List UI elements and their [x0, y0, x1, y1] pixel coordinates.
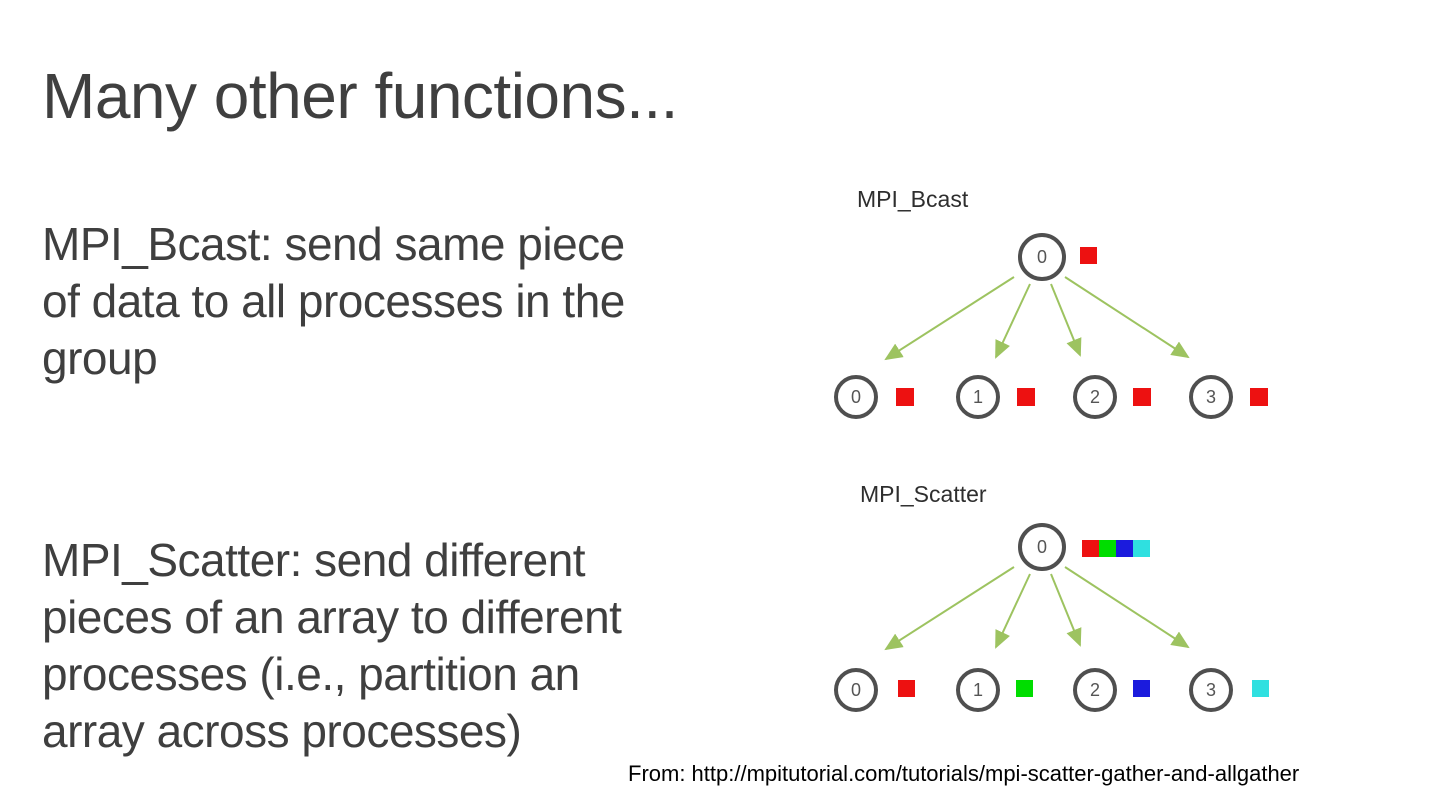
data-square-red — [896, 388, 914, 406]
data-square-green — [1099, 540, 1116, 557]
node-label: 1 — [972, 386, 983, 407]
bcast-child-node: 1 — [956, 375, 1000, 419]
bcast-arrow — [995, 283, 1031, 359]
node-label: 2 — [1089, 386, 1100, 407]
text-line: pieces of an array to different — [42, 591, 622, 643]
scatter-arrow — [1050, 573, 1082, 647]
text-line: array across processes) — [42, 705, 522, 757]
bcast-child-node: 2 — [1073, 375, 1117, 419]
scatter-child-node: 1 — [956, 668, 1000, 712]
bcast-child-node: 0 — [834, 375, 878, 419]
bcast-root-node: 0 — [1018, 233, 1066, 281]
node-label: 0 — [850, 386, 861, 407]
node-label: 0 — [1036, 536, 1047, 557]
scatter-diagram-label: MPI_Scatter — [860, 481, 987, 507]
text-line: group — [42, 332, 158, 384]
scatter-arrow — [995, 573, 1031, 649]
bcast-arrow — [1064, 276, 1190, 359]
bcast-child-node: 3 — [1189, 375, 1233, 419]
node-label: 1 — [972, 679, 983, 700]
bcast-arrow — [884, 276, 1015, 361]
bcast-description: MPI_Bcast: send same piece of data to al… — [42, 216, 625, 387]
bcast-arrow — [1050, 283, 1082, 357]
node-label: 0 — [1036, 246, 1047, 267]
data-square-blue — [1133, 680, 1150, 697]
data-square-cyan — [1252, 680, 1269, 697]
scatter-arrow — [884, 566, 1015, 651]
text-line: of data to all processes in the — [42, 275, 625, 327]
node-label: 2 — [1089, 679, 1100, 700]
attribution-text: From: http://mpitutorial.com/tutorials/m… — [628, 761, 1300, 786]
slide-title: Many other functions... — [42, 60, 678, 132]
node-label: 3 — [1205, 386, 1216, 407]
scatter-description: MPI_Scatter: send different pieces of an… — [42, 532, 622, 760]
bcast-diagram-label: MPI_Bcast — [857, 186, 969, 212]
data-square-red — [1082, 540, 1099, 557]
data-square-red — [898, 680, 915, 697]
data-square-red — [1133, 388, 1151, 406]
scatter-root-node: 0 — [1018, 523, 1066, 571]
node-label: 3 — [1205, 679, 1216, 700]
data-square-red — [1080, 247, 1097, 264]
data-square-red — [1250, 388, 1268, 406]
scatter-child-node: 2 — [1073, 668, 1117, 712]
text-line: MPI_Bcast: send same piece — [42, 218, 625, 270]
data-square-red — [1017, 388, 1035, 406]
scatter-child-node: 0 — [834, 668, 878, 712]
scatter-arrow — [1064, 566, 1190, 649]
scatter-root-array — [1082, 540, 1150, 557]
scatter-child-node: 3 — [1189, 668, 1233, 712]
data-square-cyan — [1133, 540, 1150, 557]
data-square-green — [1016, 680, 1033, 697]
data-square-blue — [1116, 540, 1133, 557]
node-label: 0 — [850, 679, 861, 700]
text-line: processes (i.e., partition an — [42, 648, 580, 700]
text-line: MPI_Scatter: send different — [42, 534, 586, 586]
